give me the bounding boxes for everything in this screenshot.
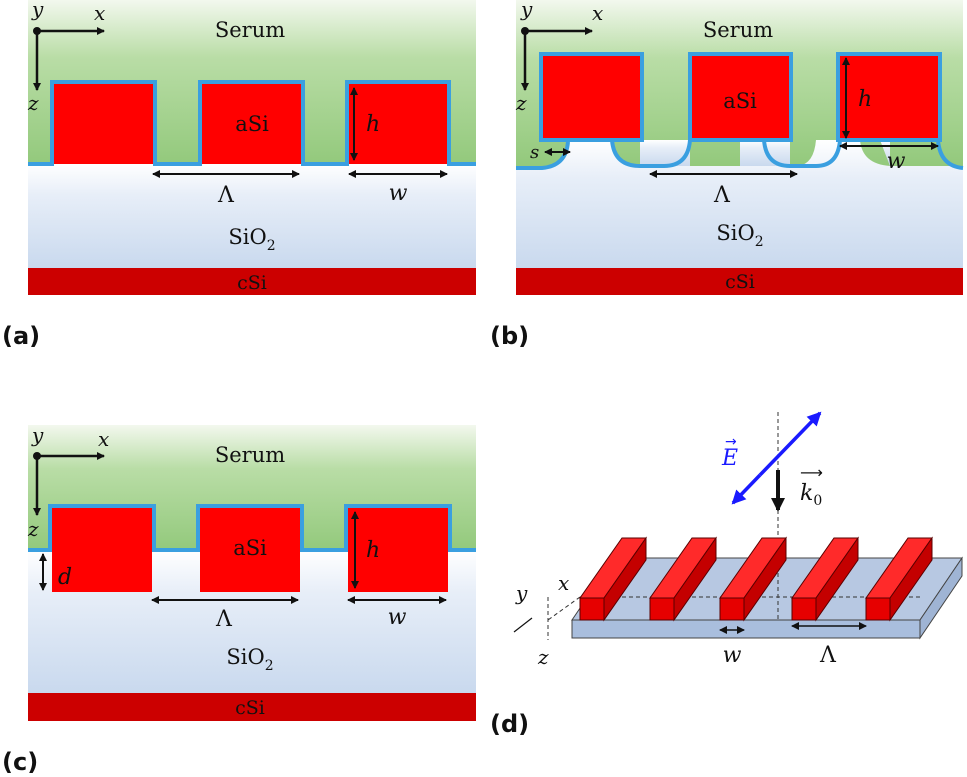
serum-label: Serum bbox=[215, 18, 285, 42]
e-field-label: E bbox=[721, 446, 738, 471]
lambda-label: Λ bbox=[713, 183, 731, 208]
d-label: d bbox=[58, 565, 72, 590]
asi-label: aSi bbox=[233, 536, 267, 560]
k-vector-mark: ⟶ bbox=[800, 463, 823, 482]
lambda-label: Λ bbox=[215, 607, 233, 632]
csi-label: cSi bbox=[725, 271, 755, 293]
w-label: w bbox=[388, 605, 407, 630]
h-label: h bbox=[366, 112, 380, 137]
w-label: w bbox=[723, 643, 742, 668]
grating-bar-side bbox=[815, 536, 859, 622]
panel-d: x y z E → k0 ⟶ w Λ (d) bbox=[490, 411, 963, 738]
h-label: h bbox=[858, 87, 872, 112]
sio2-label: SiO2 bbox=[228, 225, 275, 254]
sio2-label: SiO2 bbox=[716, 221, 763, 250]
asi-pillar bbox=[539, 52, 644, 142]
asi-pillar bbox=[688, 52, 793, 142]
asi-pillar bbox=[200, 508, 300, 592]
axis-z-label: z bbox=[515, 91, 527, 115]
asi-pillar bbox=[52, 508, 152, 592]
csi-substrate bbox=[28, 693, 476, 721]
asi-label: aSi bbox=[235, 112, 269, 136]
serum-label: Serum bbox=[703, 18, 773, 42]
csi-label: cSi bbox=[235, 697, 265, 719]
coating-layer bbox=[28, 504, 476, 552]
grating-bar-front bbox=[579, 597, 605, 621]
panel-caption: (a) bbox=[2, 322, 40, 350]
sio2-layer bbox=[516, 140, 963, 268]
coating-layer bbox=[516, 139, 964, 170]
substrate-side bbox=[919, 556, 963, 640]
e-field-vector-mark: → bbox=[725, 434, 737, 450]
axis-y-label: y bbox=[31, 423, 44, 447]
grating-bars bbox=[579, 536, 933, 622]
panel-b: y x z Serum aSi SiO2 cSi h s Λ w (b) bbox=[490, 0, 964, 350]
serum-label: Serum bbox=[215, 443, 285, 467]
axis-y-label: y bbox=[520, 0, 533, 21]
panel-caption: (b) bbox=[490, 322, 529, 350]
substrate-front bbox=[571, 619, 921, 639]
panel-caption: (c) bbox=[2, 748, 38, 776]
csi-substrate bbox=[28, 268, 476, 295]
axis-z-label: z bbox=[27, 91, 39, 115]
k-vector-label: k0 bbox=[800, 481, 822, 509]
axis-y-label: y bbox=[515, 581, 528, 605]
coating-layer bbox=[28, 80, 476, 166]
csi-label: cSi bbox=[237, 272, 267, 294]
grating-bar-side bbox=[743, 536, 787, 622]
axis-x-label: x bbox=[98, 427, 109, 451]
panel-caption: (d) bbox=[490, 710, 529, 738]
grating-bar-side bbox=[603, 536, 647, 622]
grating-bar-front bbox=[791, 597, 817, 621]
y-axis-tail bbox=[513, 617, 533, 633]
axis-x-label: x bbox=[558, 571, 569, 595]
axis-x-label: x bbox=[94, 1, 105, 25]
asi-pillar bbox=[202, 84, 301, 164]
w-label: w bbox=[887, 149, 906, 174]
asi-pillar bbox=[348, 508, 448, 592]
s-label: s bbox=[530, 142, 539, 163]
panel-a: y x z Serum aSi SiO2 cSi h Λ w (a) bbox=[2, 0, 476, 350]
axis-y-label: y bbox=[31, 0, 44, 21]
grating-bar-side bbox=[889, 536, 933, 622]
asi-label: aSi bbox=[723, 89, 757, 113]
sio2-label: SiO2 bbox=[226, 645, 273, 674]
grating-bar-front bbox=[649, 597, 675, 621]
asi-pillar bbox=[349, 84, 447, 164]
axis-z-label: z bbox=[537, 645, 549, 669]
grating-bar-side bbox=[673, 536, 717, 622]
sio2-layer bbox=[28, 164, 476, 268]
e-field-arrow bbox=[731, 473, 762, 505]
axis-x-label: x bbox=[592, 1, 603, 25]
panel-c: y x z Serum aSi SiO2 cSi d h Λ w (c) bbox=[2, 423, 476, 776]
h-label: h bbox=[366, 538, 380, 563]
axis-z-label: z bbox=[27, 517, 39, 541]
grating-bar-front bbox=[719, 597, 745, 621]
w-label: w bbox=[389, 181, 408, 206]
lambda-label: Λ bbox=[217, 183, 235, 208]
e-field-arrow bbox=[758, 411, 822, 477]
asi-pillar bbox=[54, 84, 153, 164]
csi-substrate bbox=[516, 268, 963, 295]
grating-bar-front bbox=[865, 597, 891, 621]
lambda-label: Λ bbox=[819, 643, 837, 668]
asi-pillar bbox=[836, 52, 942, 142]
